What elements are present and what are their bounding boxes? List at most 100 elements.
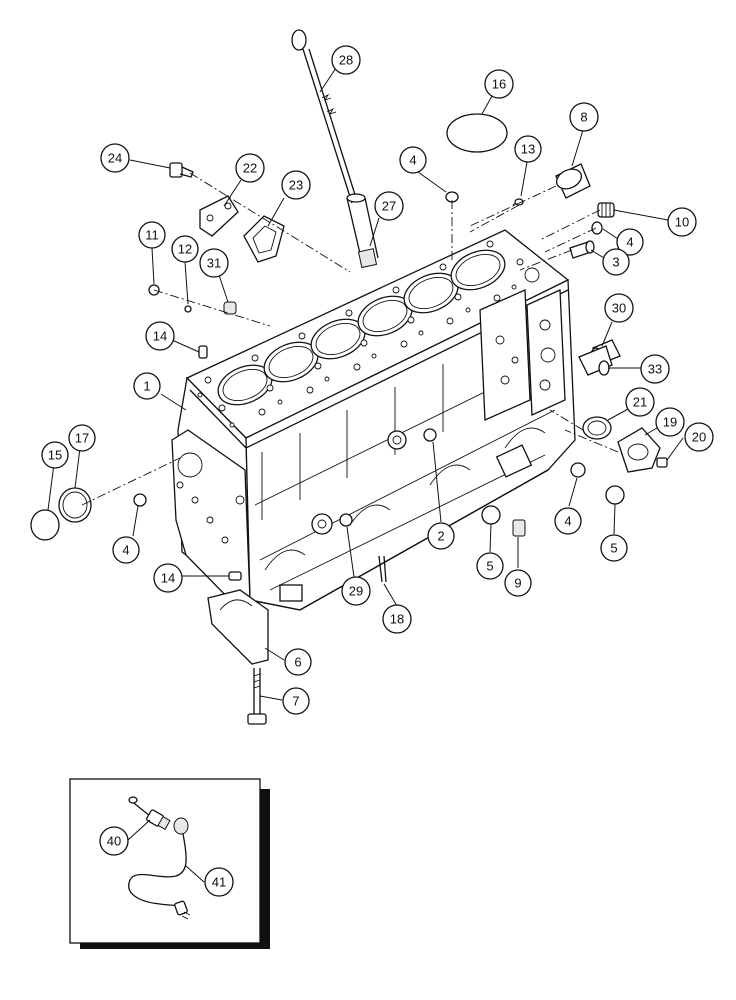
block-heater-element: [128, 796, 171, 831]
dowel-14-bottom: [228, 571, 242, 581]
callout-16: 16: [484, 69, 514, 99]
fitting-10: [597, 202, 615, 218]
bolt-24: [169, 162, 194, 178]
callout-18: 18: [382, 604, 412, 634]
o-ring-21: [582, 416, 612, 440]
callout-12: 12: [171, 235, 199, 263]
callout-2: 2: [427, 522, 455, 550]
callout-11: 11: [138, 221, 166, 249]
svg-text:13: 13: [521, 142, 535, 157]
expansion-plug-large: [446, 113, 508, 153]
svg-text:23: 23: [289, 178, 303, 193]
cylinder-bores: [217, 249, 506, 406]
svg-text:41: 41: [212, 875, 226, 890]
callout-17: 17: [68, 424, 96, 452]
seal-17: [58, 487, 92, 523]
callout-1: 1: [133, 372, 161, 400]
svg-text:5: 5: [486, 559, 493, 574]
callout-10: 10: [667, 207, 697, 237]
callout-9: 9: [504, 569, 532, 597]
plug-31: [223, 301, 237, 315]
head-bolt-holes: [197, 240, 540, 428]
cap-bolt-7: [247, 668, 267, 725]
callout-30: 30: [604, 293, 634, 323]
svg-text:28: 28: [339, 53, 353, 68]
callout-27: 27: [374, 191, 404, 221]
callout-22: 22: [235, 153, 265, 183]
callout-19: 19: [655, 407, 685, 437]
callouts: 28 16 8 24 22 23 4 13 27 10 4 3 11 12 31…: [41, 45, 714, 715]
svg-text:29: 29: [349, 584, 363, 599]
callout-3: 3: [602, 248, 630, 276]
svg-text:21: 21: [633, 395, 647, 410]
svg-text:1: 1: [143, 379, 150, 394]
svg-text:22: 22: [243, 161, 257, 176]
housing-19: [617, 427, 661, 473]
svg-text:4: 4: [564, 514, 571, 529]
svg-text:11: 11: [145, 228, 159, 243]
callout-21: 21: [625, 387, 655, 417]
drain-plug-9: [512, 519, 526, 537]
callout-4-left: 4: [112, 536, 140, 564]
svg-text:3: 3: [612, 255, 619, 270]
callout-14-bottom: 14: [153, 563, 183, 593]
dowel-13: [512, 198, 524, 206]
callout-4-top: 4: [399, 146, 427, 174]
dipstick-tube: [346, 193, 379, 269]
callout-8: 8: [569, 102, 599, 132]
svg-text:14: 14: [161, 571, 175, 586]
plug-3: [569, 240, 595, 259]
piston-cooling-nozzles: [578, 339, 621, 376]
inset-block-heater: 40 41: [69, 778, 270, 949]
svg-text:33: 33: [648, 362, 662, 377]
pin-18: [378, 555, 387, 583]
svg-text:2: 2: [437, 529, 444, 544]
main-bearing-cap-6: [207, 589, 269, 665]
svg-text:19: 19: [663, 415, 677, 430]
assembly-lines: [81, 172, 619, 506]
svg-text:15: 15: [48, 448, 62, 463]
svg-text:40: 40: [107, 834, 121, 849]
svg-text:17: 17: [75, 431, 89, 446]
cylinder-block: [171, 229, 576, 611]
dowel-14-top: [198, 345, 208, 359]
callout-5-left: 5: [476, 552, 504, 580]
svg-text:18: 18: [390, 612, 404, 627]
plug-4-left: [133, 493, 147, 507]
callout-31: 31: [199, 248, 229, 278]
cup-plug: [555, 163, 591, 199]
callout-28: 28: [331, 45, 361, 75]
svg-text:27: 27: [382, 199, 396, 214]
oil-cooler-pad: [479, 289, 566, 421]
callout-4-lower-right: 4: [554, 507, 582, 535]
block-heater-cord: [128, 817, 191, 920]
side-bosses: [279, 430, 533, 602]
svg-text:8: 8: [580, 110, 587, 125]
svg-text:7: 7: [292, 694, 299, 709]
svg-text:4: 4: [409, 153, 416, 168]
leader-lines: [47, 67, 684, 701]
plug-29: [339, 513, 353, 527]
gasket-23: [243, 215, 285, 263]
cap-15: [30, 509, 60, 541]
svg-text:9: 9: [514, 576, 521, 591]
callout-14-top: 14: [145, 321, 175, 351]
callout-6: 6: [284, 648, 312, 676]
svg-text:16: 16: [492, 77, 506, 92]
callout-20: 20: [684, 422, 714, 452]
svg-text:31: 31: [207, 256, 221, 271]
svg-text:4: 4: [122, 543, 129, 558]
svg-text:14: 14: [153, 329, 167, 344]
svg-text:12: 12: [178, 242, 192, 257]
callout-15: 15: [41, 441, 69, 469]
cover-plate-22: [199, 195, 239, 237]
callout-24: 24: [100, 143, 130, 173]
svg-text:30: 30: [612, 301, 626, 316]
plugs-lower-right: [423, 428, 625, 525]
svg-text:20: 20: [692, 430, 706, 445]
svg-text:24: 24: [108, 151, 122, 166]
callout-13: 13: [514, 135, 542, 163]
callout-7: 7: [282, 687, 310, 715]
callout-4-right: 4: [616, 228, 644, 256]
